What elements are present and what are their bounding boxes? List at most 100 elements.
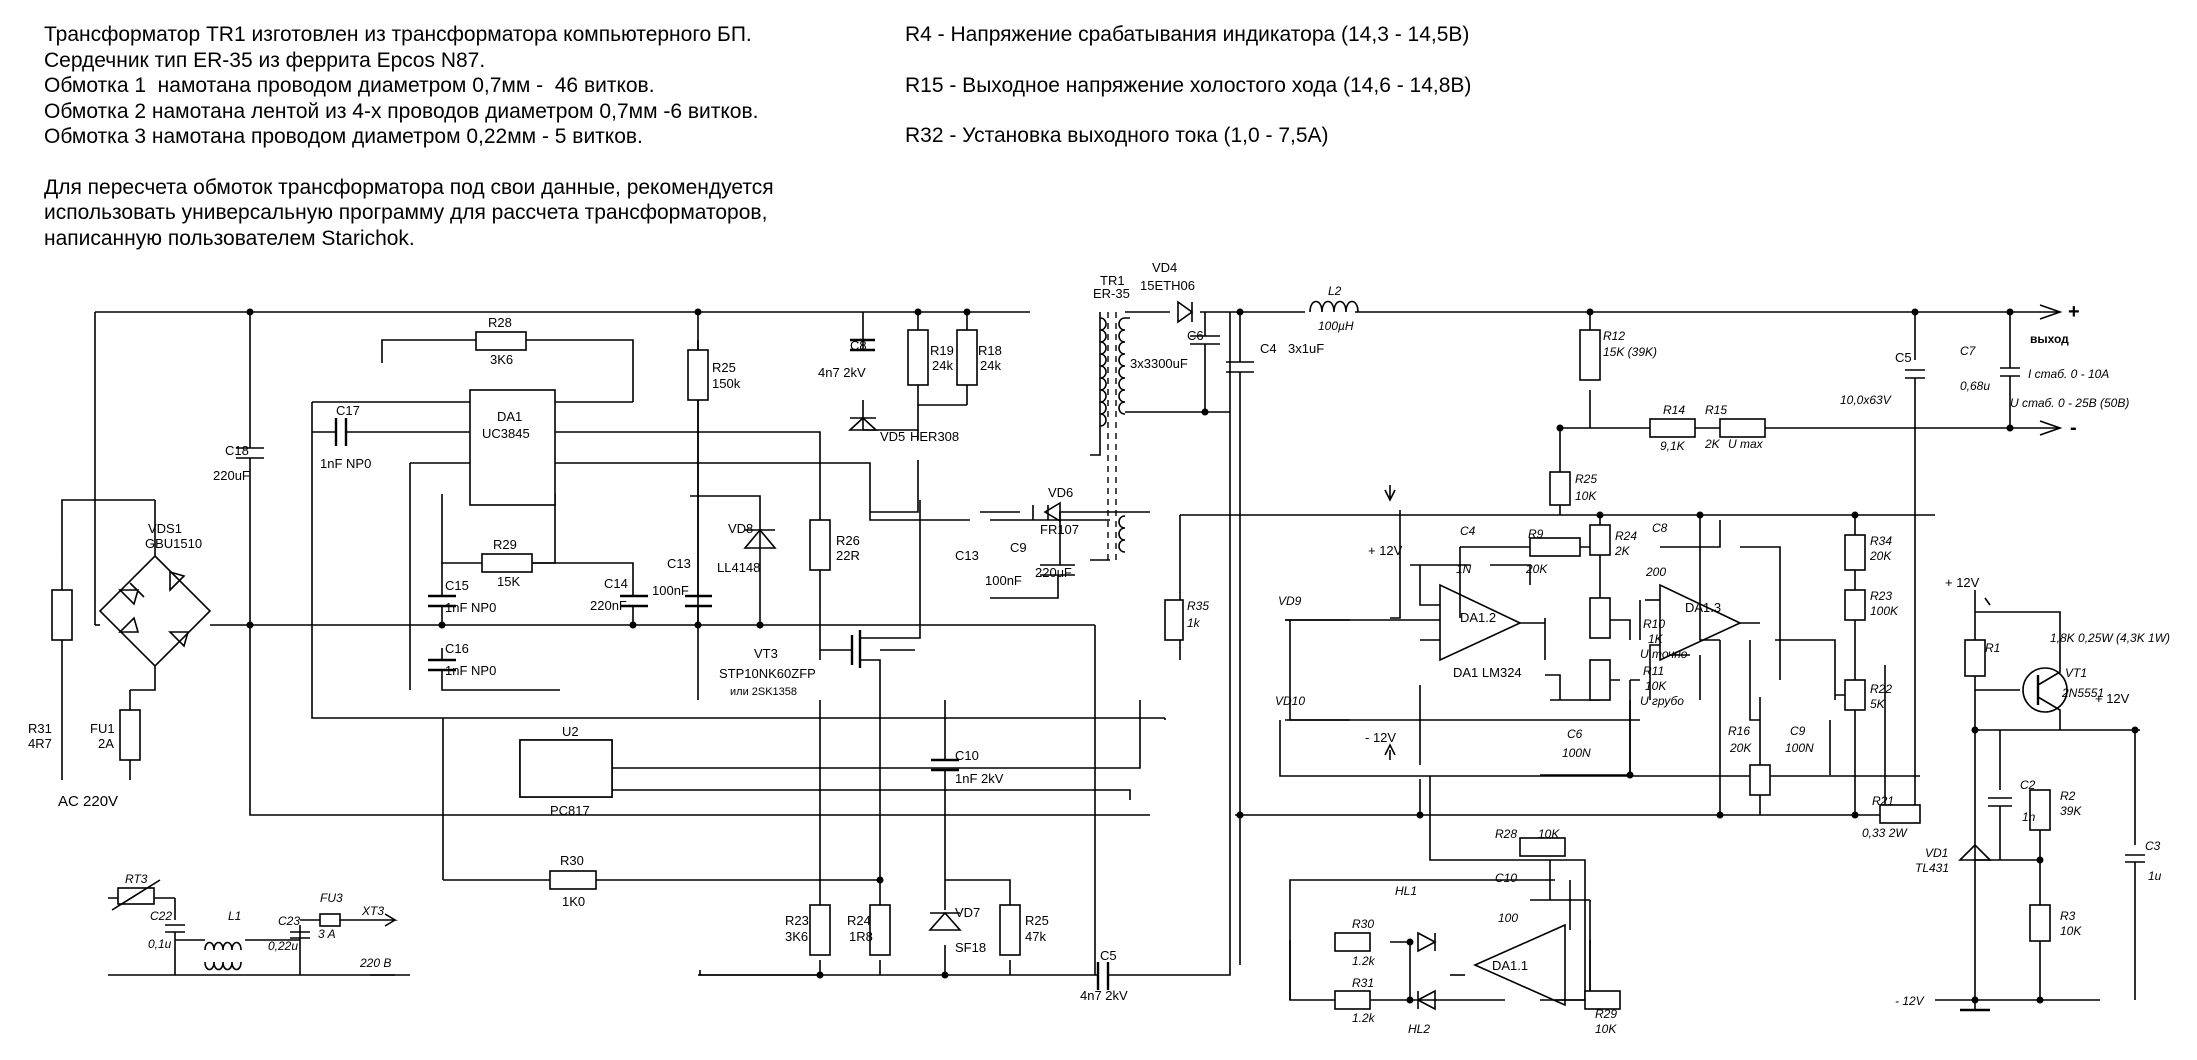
r30a-label: R30 xyxy=(560,853,584,868)
r22-value: 5K xyxy=(1870,697,1886,711)
istab-label: I стаб. 0 - 10A xyxy=(2028,367,2109,381)
c4a-label: C4 xyxy=(1260,341,1277,356)
m12a-label: - 12V xyxy=(1365,730,1396,745)
c8b-value: 200 xyxy=(1645,565,1666,579)
c5a-label: C5 xyxy=(1100,948,1117,963)
c18-value: 220uF xyxy=(213,468,250,483)
r24b-value: 2K xyxy=(1614,544,1631,558)
p12c-label: + 12V xyxy=(2095,691,2130,706)
r24b-label: R24 xyxy=(1615,529,1637,543)
note-left-line: Трансформатор TR1 изготовлен из трансфор… xyxy=(44,23,752,46)
c9a-value: 220uF xyxy=(1035,565,1072,580)
c7-label: C7 xyxy=(1960,344,1977,358)
c6a-label: C6 xyxy=(1187,328,1204,343)
r31-label: R31 xyxy=(28,721,52,736)
r15-label: R15 xyxy=(1705,403,1727,417)
r1-label: R1 xyxy=(1985,641,2000,655)
transformer-coils xyxy=(204,300,1359,971)
c14-label: C14 xyxy=(604,576,628,591)
primary-wiring xyxy=(61,311,1231,976)
r34-label: R34 xyxy=(1870,534,1892,548)
c2-label: C2 xyxy=(2020,778,2036,792)
c6a-value: 3x3300uF xyxy=(1130,356,1188,371)
vd1-value: TL431 xyxy=(1915,861,1949,875)
fu3-value: 3 A xyxy=(318,927,336,941)
r29b-value: 10K xyxy=(1595,1022,1617,1036)
r30b-value: 1.2k xyxy=(1352,954,1376,968)
c18-label: C18 xyxy=(225,443,249,458)
vyhod-label: выход xyxy=(2030,332,2069,346)
r25c-label: R25 xyxy=(1575,472,1597,486)
plus-label: + xyxy=(2068,301,2080,323)
minus-label: - xyxy=(2070,417,2077,439)
r14-value: 9,1K xyxy=(1660,439,1686,453)
r28b-value: 10K xyxy=(1538,827,1560,841)
r19-value: 24k xyxy=(932,358,953,373)
r14-label: R14 xyxy=(1663,403,1685,417)
p12a-label: + 12V xyxy=(1368,543,1403,558)
notes-left: Трансформатор TR1 изготовлен из трансфор… xyxy=(44,22,774,251)
junction-dots xyxy=(246,308,2139,1004)
vt3-label: VT3 xyxy=(754,646,778,661)
c17-label: C17 xyxy=(336,403,360,418)
vd7-value: SF18 xyxy=(955,940,986,955)
c7-value: 0,68u xyxy=(1960,379,1990,393)
r15-value: 2K xyxy=(1704,437,1721,451)
utoch-label: U точно xyxy=(1640,647,1688,661)
r30a-value: 1K0 xyxy=(562,894,585,909)
vt1-label: VT1 xyxy=(2065,666,2087,680)
c10a-label: C10 xyxy=(955,748,979,763)
r35-value: 1k xyxy=(1187,616,1201,630)
c5a-value: 4n7 2kV xyxy=(1080,988,1128,1003)
rt3-label: RT3 xyxy=(125,872,148,886)
r2-value: 39K xyxy=(2060,804,2082,818)
resistor-shapes-left xyxy=(51,329,1184,956)
r31b-value: 1.2k xyxy=(1352,1011,1376,1025)
note-left-line: написанную пользователем Starichok. xyxy=(44,226,415,250)
c16-value: 1nF NP0 xyxy=(445,663,496,678)
c4a-value: 3x1uF xyxy=(1288,341,1324,356)
note-right-line: R4 - Напряжение срабатывания индикатора … xyxy=(905,23,1470,46)
fu1-label: FU1 xyxy=(90,721,115,736)
r22-label: R22 xyxy=(1870,682,1892,696)
r23b-value: 100K xyxy=(1870,604,1899,618)
c8b-label: C8 xyxy=(1652,521,1668,535)
da11-label: DA1.1 xyxy=(1492,958,1528,973)
r23a-value: 3K6 xyxy=(785,929,808,944)
c9b-label: C9 xyxy=(1790,724,1806,738)
fu3-label: FU3 xyxy=(320,891,343,905)
diode-shapes-left xyxy=(118,416,962,931)
u2-label: U2 xyxy=(562,724,579,739)
r34-value: 20K xyxy=(1869,549,1892,563)
r21-value: 0,33 2W xyxy=(1862,826,1908,840)
c13b-value: 100nF xyxy=(985,573,1022,588)
m12b-label: - 12V xyxy=(1895,994,1925,1008)
p12b-label: + 12V xyxy=(1945,575,1980,590)
hl1-label: HL1 xyxy=(1395,884,1417,898)
note-right-line: R15 - Выходное напряжение холостого хода… xyxy=(905,73,1472,97)
r29-label: R29 xyxy=(493,537,517,552)
c22-label: C22 xyxy=(150,909,172,923)
r12-value: 15K (39K) xyxy=(1603,345,1657,359)
da1-label: DA1 xyxy=(497,409,522,424)
r31b-label: R31 xyxy=(1352,976,1374,990)
c3-label: C3 xyxy=(2145,839,2161,853)
c17-value: 1nF NP0 xyxy=(320,456,371,471)
fu1-value: 2A xyxy=(98,736,114,751)
r29b-label: R29 xyxy=(1595,1007,1617,1021)
da12-label: DA1.2 xyxy=(1460,610,1496,625)
r11-value: 10K xyxy=(1645,679,1667,693)
r12-label: R12 xyxy=(1603,329,1625,343)
r11-label: R11 xyxy=(1643,664,1664,678)
c10b-label: C10 xyxy=(1495,871,1517,885)
c5b-value: 10,0x63V xyxy=(1840,393,1892,407)
c10a-value: 1nF 2kV xyxy=(955,771,1004,786)
vd10-label: VD10 xyxy=(1275,694,1305,708)
xt3-label: XT3 xyxy=(361,904,384,918)
ustab-label: U стаб. 0 - 25B (50B) xyxy=(2010,396,2129,410)
tr1-label: TR1 xyxy=(1100,273,1125,288)
capacitor-shapes-left xyxy=(334,338,1110,990)
notes-right: R4 - Напряжение срабатывания индикатора … xyxy=(905,22,1471,149)
note-left-line: Обмотка 2 намотана лентой из 4-х проводо… xyxy=(44,99,759,123)
